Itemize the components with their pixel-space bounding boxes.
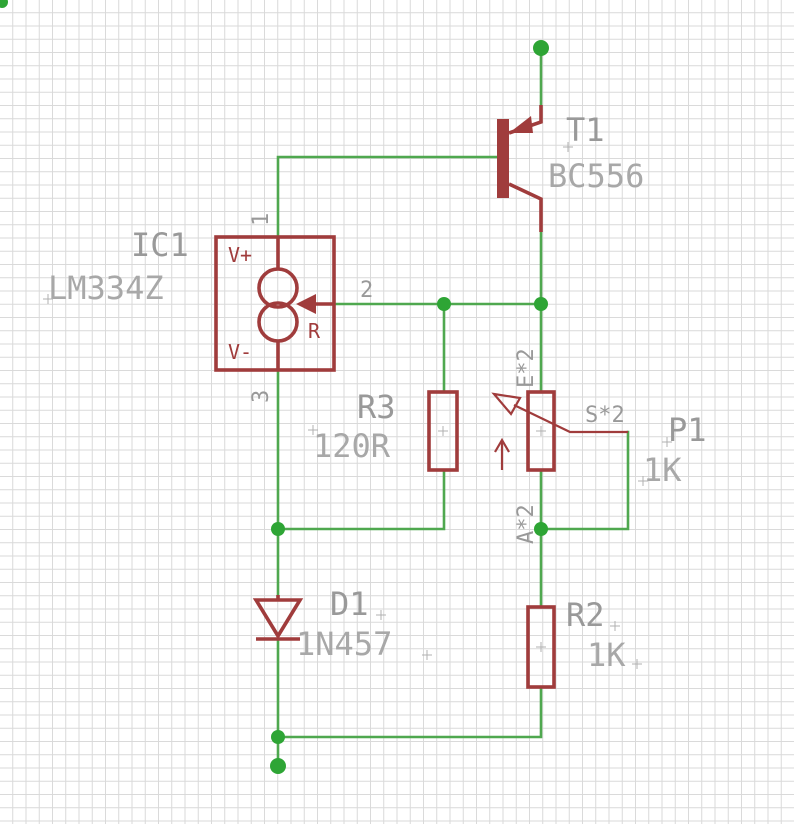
p1-wiper-arrow-icon xyxy=(491,392,522,416)
r3-body xyxy=(427,390,459,472)
diode-d1[interactable]: D1 1N457 xyxy=(252,585,432,663)
junction xyxy=(271,522,285,536)
junction-ground xyxy=(270,758,286,774)
resistor-r2[interactable]: R2 1K xyxy=(526,596,642,689)
ic1-vplus-label: V+ xyxy=(228,243,252,267)
p1-pin-e-label: E*2 xyxy=(514,348,539,388)
d1-name-label: D1 xyxy=(330,585,369,623)
junction xyxy=(534,297,548,311)
transistor-t1[interactable]: T1 BC556 xyxy=(497,105,644,232)
origin-marker xyxy=(0,0,8,8)
t1-emitter-arrow-icon xyxy=(509,116,533,133)
d1-value-label: 1N457 xyxy=(296,625,392,663)
ic1-pin2-label: 2 xyxy=(360,278,373,303)
r2-name-label: R2 xyxy=(566,596,605,634)
wire-r2-to-ground xyxy=(276,686,543,739)
wires xyxy=(276,46,630,768)
junction xyxy=(534,522,548,536)
p1-body xyxy=(526,390,556,472)
p1-name-label: P1 xyxy=(668,411,707,449)
ic1-pin3-label: 3 xyxy=(249,390,274,403)
r2-body xyxy=(526,605,556,689)
p1-value-label: 1K xyxy=(643,451,682,489)
wire-p1-wiper-loop xyxy=(539,430,630,531)
d1-triangle-icon xyxy=(252,598,304,640)
ic1-r-arrow-icon xyxy=(296,294,316,314)
junctions xyxy=(270,40,549,774)
ic1-r-label: R xyxy=(308,319,321,343)
ic1-pin1-label: 1 xyxy=(249,213,274,226)
t1-collector-lead xyxy=(508,182,543,232)
wire-r3-to-d1-node xyxy=(276,468,446,531)
p1-wiper-line xyxy=(513,404,628,434)
junction xyxy=(437,297,451,311)
ic-ic1[interactable]: V+ V- R 1 2 3 IC1 LM334Z xyxy=(43,213,373,403)
potentiometer-p1[interactable]: E*2 S*2 A*2 P1 1K xyxy=(491,348,707,544)
t1-value-label: BC556 xyxy=(548,157,644,195)
r3-name-label: R3 xyxy=(357,388,396,426)
p1-pin-s-label: S*2 xyxy=(585,403,625,428)
p1-pin-a-label: A*2 xyxy=(514,504,539,544)
r2-value-label: 1K xyxy=(587,636,626,674)
ic1-name-label: IC1 xyxy=(131,226,189,264)
resistor-r3[interactable]: R3 120R xyxy=(308,388,459,472)
r3-value-label: 120R xyxy=(313,427,391,465)
junction-supply xyxy=(533,40,549,56)
wire-t1-base-to-ic1-vplus xyxy=(276,155,499,237)
junction xyxy=(271,730,285,744)
ic1-vminus-label: V- xyxy=(228,340,252,364)
t1-name-label: T1 xyxy=(566,111,605,149)
t1-base-bar xyxy=(497,119,509,198)
ic1-value-label: LM334Z xyxy=(48,269,164,307)
